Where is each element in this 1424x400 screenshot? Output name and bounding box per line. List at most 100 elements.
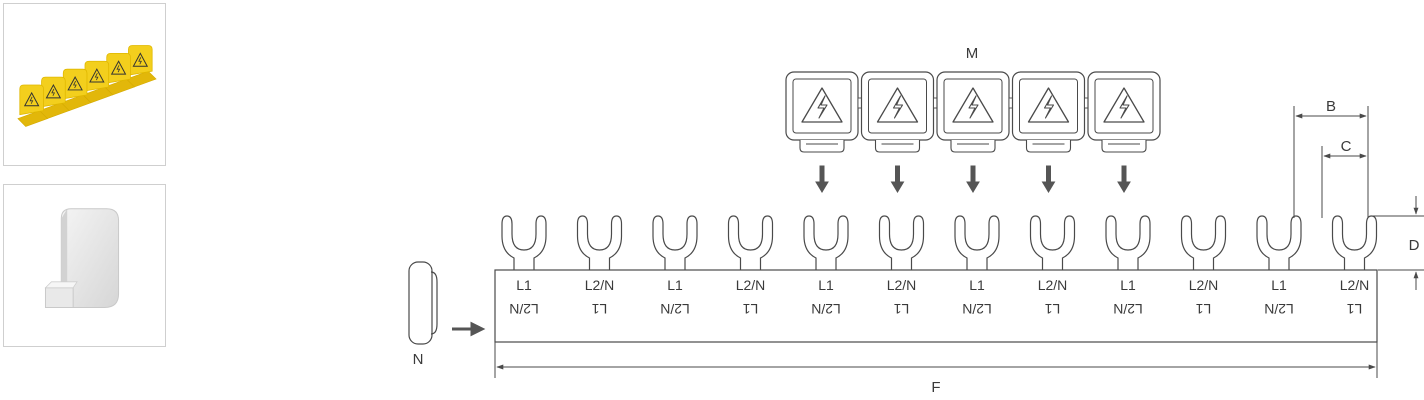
cover-cap-clip bbox=[1101, 140, 1147, 153]
yellow-cover-strip-image bbox=[17, 45, 157, 127]
terminal-label-bottom: L2/N bbox=[962, 301, 992, 317]
label-f: F bbox=[931, 379, 940, 396]
terminal-label-bottom: L2/N bbox=[1113, 301, 1143, 317]
terminal-label-top: L1 bbox=[516, 277, 532, 293]
terminal-label-top: L1 bbox=[1120, 277, 1136, 293]
yellow-cover-unit bbox=[125, 45, 157, 88]
fork-terminal-shape bbox=[576, 215, 623, 270]
fork-terminal: L2/N L1 bbox=[1180, 215, 1227, 317]
warning-triangle-icon bbox=[132, 52, 149, 67]
end-cap-n-edge bbox=[430, 271, 438, 335]
cover-cap-body bbox=[1011, 71, 1086, 141]
high-voltage-warning-icon bbox=[801, 87, 843, 123]
label-n: N bbox=[413, 351, 424, 368]
fork-terminal-shape bbox=[1105, 215, 1151, 270]
yellow-cover-unit bbox=[60, 68, 92, 112]
fork-terminal-shape bbox=[501, 215, 547, 270]
terminal-label-bottom: L2/N bbox=[509, 301, 539, 317]
cover-cap-body bbox=[785, 71, 859, 141]
busbar-body bbox=[494, 269, 1378, 343]
fork-terminal-shape bbox=[803, 215, 849, 270]
warning-triangle-icon bbox=[23, 91, 40, 107]
fork-terminal-shape bbox=[1029, 215, 1076, 270]
terminal-label-top: L2/N bbox=[1038, 277, 1068, 293]
label-c: C bbox=[1341, 138, 1352, 155]
yellow-cover-unit bbox=[39, 76, 70, 119]
cover-cap-face bbox=[792, 78, 852, 134]
high-voltage-warning-icon bbox=[1103, 87, 1145, 123]
terminal-label-bottom: L2/N bbox=[1264, 301, 1294, 317]
terminal-label-bottom: L1 bbox=[592, 301, 608, 317]
cover-cap-body bbox=[860, 71, 935, 141]
label-b: B bbox=[1326, 98, 1336, 115]
cover-cap-clip bbox=[874, 140, 921, 153]
high-voltage-warning-icon bbox=[1027, 87, 1070, 123]
insert-arrow-down-icon bbox=[966, 165, 980, 193]
terminal-label-top: L1 bbox=[818, 277, 834, 293]
terminal-label-bottom: L2/N bbox=[660, 301, 690, 317]
label-d: D bbox=[1409, 237, 1420, 254]
terminal-label-bottom: L1 bbox=[1196, 301, 1212, 317]
terminal-label-top: L2/N bbox=[736, 277, 766, 293]
fork-terminal-shape bbox=[727, 215, 774, 270]
cover-caps-group bbox=[785, 71, 1161, 193]
fork-terminal-shape bbox=[878, 215, 925, 270]
terminal-label-bottom: L1 bbox=[743, 301, 759, 317]
fork-terminal: L2/N L1 bbox=[1331, 215, 1378, 317]
terminal-label-top: L1 bbox=[667, 277, 683, 293]
yellow-cover-unit bbox=[104, 52, 135, 96]
yellow-cover-unit bbox=[17, 84, 48, 127]
thumbnail-yellow-cover-strip[interactable] bbox=[3, 3, 166, 166]
insert-arrow-down-icon bbox=[890, 165, 905, 193]
busbar-dimension-diagram: L1L2/NL2/NL1L1L2/NL2/NL1L1L2/NL2/NL1L1L2… bbox=[408, 45, 1424, 396]
cover-cap bbox=[1087, 71, 1161, 153]
cover-cap-face bbox=[868, 78, 927, 134]
cover-cap-face bbox=[1019, 78, 1078, 134]
terminal-label-top: L2/N bbox=[1189, 277, 1219, 293]
high-voltage-warning-icon bbox=[952, 87, 994, 123]
insert-arrow-down-icon bbox=[1117, 165, 1131, 193]
terminal-label-top: L2/N bbox=[1340, 277, 1370, 293]
fork-terminal-shape bbox=[1180, 215, 1227, 270]
fork-terminal-shape bbox=[652, 215, 698, 270]
end-cap-tab bbox=[44, 287, 74, 308]
fork-terminal: L2/N L1 bbox=[727, 215, 774, 317]
warning-triangle-icon bbox=[45, 83, 62, 99]
cover-cap-clip bbox=[1025, 140, 1072, 153]
cover-cap-face bbox=[1094, 78, 1154, 134]
cover-cap bbox=[785, 71, 863, 153]
fork-terminal-shape bbox=[954, 215, 1000, 270]
cover-cap-body bbox=[1087, 71, 1161, 141]
end-cap-tab-top bbox=[44, 281, 78, 289]
thumbnail-white-end-cap[interactable] bbox=[3, 184, 166, 347]
terminal-label-top: L1 bbox=[1271, 277, 1287, 293]
terminal-label-bottom: L1 bbox=[1347, 301, 1363, 317]
cover-cap bbox=[1011, 71, 1089, 153]
fork-terminal: L2/N L1 bbox=[878, 215, 925, 317]
warning-triangle-icon bbox=[110, 60, 127, 75]
terminal-label-bottom: L1 bbox=[894, 301, 910, 317]
white-end-cap-image bbox=[44, 208, 120, 308]
end-cap-n bbox=[408, 261, 433, 345]
fork-terminal-shape bbox=[1331, 215, 1378, 270]
terminal-label-top: L1 bbox=[969, 277, 985, 293]
terminal-row: L1L2/NL2/NL1L1L2/NL2/NL1L1L2/NL2/NL1L1L2… bbox=[501, 215, 1378, 317]
terminal-label-bottom: L2/N bbox=[811, 301, 841, 317]
terminal-label-top: L2/N bbox=[887, 277, 917, 293]
cover-cap-clip bbox=[799, 140, 845, 153]
label-m: M bbox=[966, 45, 979, 62]
cover-cap-clip bbox=[950, 140, 996, 153]
insert-arrow-down-icon bbox=[1041, 165, 1056, 193]
high-voltage-warning-icon bbox=[876, 87, 919, 123]
cover-cap bbox=[936, 71, 1014, 153]
cover-cap bbox=[860, 71, 938, 153]
insert-arrow-down-icon bbox=[815, 165, 829, 193]
insert-arrow-right-icon bbox=[452, 321, 486, 337]
fork-terminal-shape bbox=[1256, 215, 1302, 270]
